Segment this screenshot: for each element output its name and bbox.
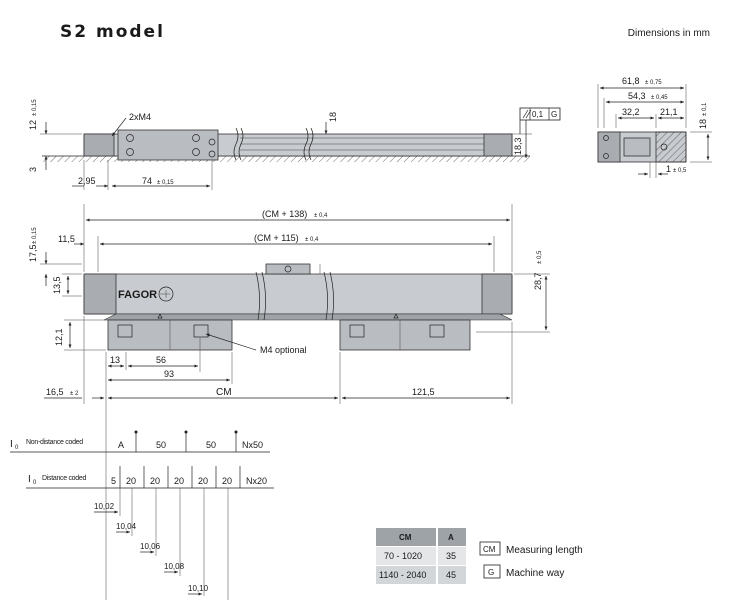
- table-header-cm: CM: [399, 533, 412, 542]
- table-row1-cm: 70 - 1020: [384, 551, 422, 561]
- dc-nx20: Nx20: [246, 476, 267, 486]
- dc-i0-sub: 0: [33, 480, 37, 486]
- side-d18: 18: [328, 112, 338, 122]
- sec-d1-tol: ± 0,5: [673, 168, 687, 174]
- side-view: 12 ± 0,15 3 2xM4 18 0,1 G 18,3 2,95 74 ±…: [28, 99, 561, 190]
- nd-label: Non-distance coded: [26, 439, 83, 446]
- dc-5: 5: [111, 476, 116, 486]
- dc-20-3: 20: [174, 476, 184, 486]
- side-2xm4: 2xM4: [129, 112, 151, 122]
- step-4: 10,08: [164, 562, 185, 571]
- side-d12-tol: ± 0,15: [32, 99, 38, 116]
- front-d56: 56: [156, 355, 166, 365]
- legend-cm-key: CM: [483, 545, 496, 554]
- nd-i0-sub: 0: [15, 445, 19, 451]
- dc-20-2: 20: [150, 476, 160, 486]
- front-d13: 13: [110, 355, 120, 365]
- front-cm115-tol: ± 0,4: [305, 237, 319, 243]
- sec-d54-3: 54,3: [628, 91, 646, 101]
- dc-20-5: 20: [222, 476, 232, 486]
- nd-50a: 50: [156, 440, 166, 450]
- flatness-value: 0,1: [532, 110, 544, 119]
- table-header-a: A: [448, 533, 454, 542]
- front-d16-5: 16,5: [46, 387, 64, 397]
- side-d74: 74: [142, 176, 152, 186]
- table-row2-cm: 1140 - 2040: [379, 570, 426, 580]
- front-d93: 93: [164, 369, 174, 379]
- front-cm115: (CM + 115): [254, 233, 299, 243]
- legend-g-text: Machine way: [506, 568, 564, 579]
- ground-hatch: [42, 156, 530, 162]
- legend-g-key: G: [488, 568, 494, 577]
- dc-i0: I: [28, 474, 31, 485]
- front-d13-5: 13,5: [52, 276, 62, 294]
- side-d12: 12: [28, 120, 38, 130]
- section-view: 61,8 ± 0,75 54,3 ± 0,45 32,2 21,1 18 ± 0…: [597, 76, 712, 178]
- side-d18-3: 18,3: [513, 137, 523, 155]
- step-1: 10,02: [94, 502, 115, 511]
- flatness-ref: G: [551, 110, 557, 119]
- step-3: 10,06: [140, 542, 161, 551]
- page-title: S2 model: [60, 22, 165, 42]
- sec-d32-2: 32,2: [622, 107, 640, 117]
- dc-20-4: 20: [198, 476, 208, 486]
- front-d28-7: 28,7: [533, 272, 543, 290]
- front-d12-1: 12,1: [54, 328, 64, 346]
- front-m4-optional: M4 optional: [260, 345, 307, 355]
- legend: CM Measuring length G Machine way: [479, 541, 583, 579]
- sec-d61-8: 61,8: [622, 76, 640, 86]
- front-head-right: [339, 319, 471, 351]
- cm-table: CM A 70 - 1020 35 1140 - 2040 45: [376, 528, 466, 584]
- dc-20-1: 20: [126, 476, 136, 486]
- sec-d61-8-tol: ± 0,75: [645, 80, 662, 86]
- dc-label: Distance coded: [42, 475, 86, 482]
- side-d2-95: 2,95: [78, 176, 96, 186]
- front-d16-5-tol: ± 2: [70, 391, 79, 397]
- sec-d1: 1: [666, 164, 671, 174]
- sec-d18-tol: ± 0,1: [702, 102, 708, 116]
- nd-a: A: [118, 440, 124, 450]
- table-row1-a: 35: [446, 551, 456, 561]
- units-note: Dimensions in mm: [627, 28, 710, 39]
- side-reading-head: [117, 129, 219, 161]
- table-row2-a: 45: [446, 570, 456, 580]
- nd-nx50: Nx50: [242, 440, 263, 450]
- legend-cm-text: Measuring length: [506, 545, 583, 556]
- front-d28-7-tol: ± 0,5: [537, 250, 543, 264]
- sec-d54-3-tol: ± 0,45: [651, 95, 668, 101]
- brand-logo: FAGOR: [118, 289, 157, 301]
- sec-d18: 18: [698, 119, 708, 129]
- front-d17-5-tol: ± 0,15: [32, 227, 38, 244]
- nd-50b: 50: [206, 440, 216, 450]
- front-cm138: (CM + 138): [262, 209, 307, 219]
- nd-i0: I: [10, 439, 13, 450]
- front-d17-5: 17,5: [28, 244, 38, 262]
- sec-d21-1: 21,1: [660, 107, 678, 117]
- step-5: 10,10: [188, 584, 209, 593]
- side-d3: 3: [28, 167, 38, 172]
- front-d11-5: 11,5: [58, 234, 75, 244]
- front-d121-5: 121,5: [412, 387, 435, 397]
- reference-marks: I 0 Non-distance coded A 50 50 Nx50 I 0 …: [10, 400, 274, 600]
- side-d74-tol: ± 0,15: [157, 180, 174, 186]
- front-cm: CM: [216, 387, 232, 398]
- step-2: 10,04: [116, 522, 137, 531]
- front-cm138-tol: ± 0,4: [314, 213, 328, 219]
- front-view: (CM + 138) ± 0,4 (CM + 115) ± 0,4 11,5 F…: [28, 204, 550, 404]
